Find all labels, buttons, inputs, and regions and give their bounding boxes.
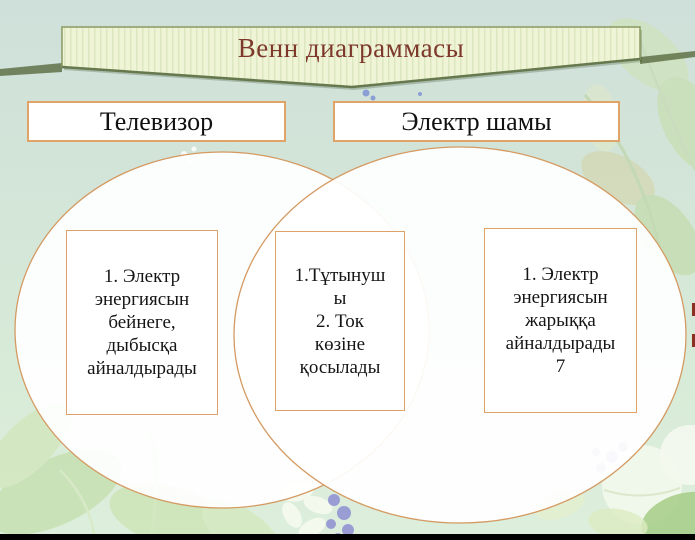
right-set-label: Электр шамы <box>333 101 620 142</box>
venn-intersection-box: 1.Тұтынуш ы 2. Ток көзіне қосылады <box>275 231 405 411</box>
flower-decor-blue <box>362 89 422 101</box>
title-banner-ribbon <box>0 26 695 90</box>
left-set-label: Телевизор <box>27 101 286 142</box>
venn-left-only-box: 1. Электр энергиясын бейнеге, дыбысқа ай… <box>66 230 218 415</box>
red-edge-marks <box>692 303 695 347</box>
bottom-black-bar <box>0 534 695 540</box>
slide-title: Венн диаграммасы <box>237 33 465 63</box>
venn-right-only-box: 1. Электр энергиясын жарыққа айналдырады… <box>484 228 637 413</box>
